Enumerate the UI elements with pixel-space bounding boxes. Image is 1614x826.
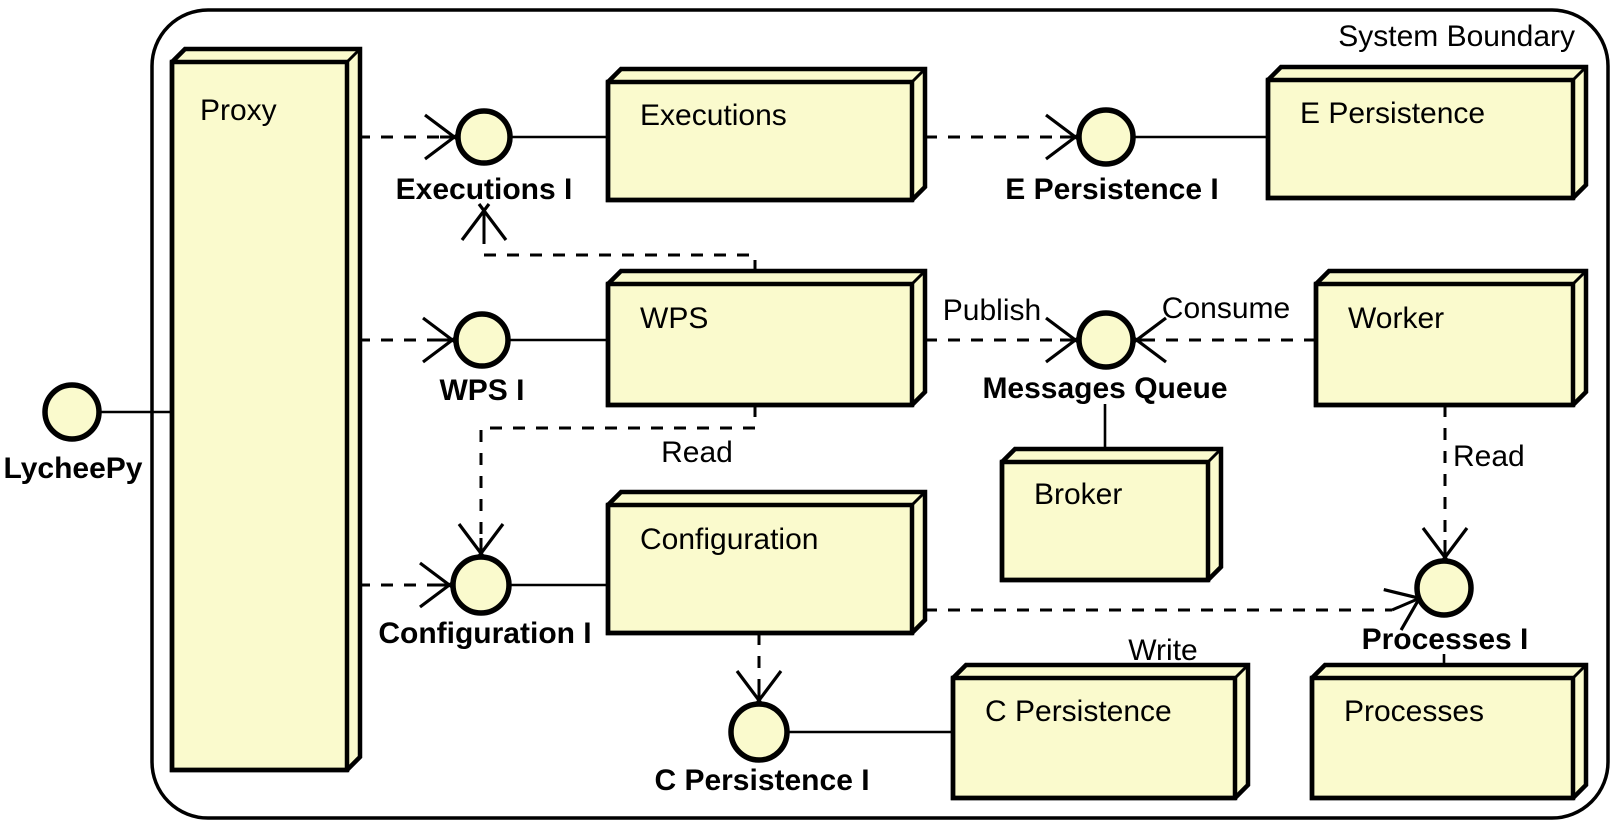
wps-i-label: WPS I xyxy=(439,374,524,407)
processes-label: Processes xyxy=(1344,695,1484,728)
processes-box-front xyxy=(1309,675,1576,801)
system-boundary-label: System Boundary xyxy=(1338,20,1575,53)
executions-i-label: Executions I xyxy=(396,173,573,206)
executions-box-front xyxy=(605,79,915,203)
component-executions: Executions xyxy=(605,66,928,203)
interface-lycheepy: LycheePy xyxy=(4,382,143,485)
processes-i-label: Processes I xyxy=(1362,623,1529,656)
configuration-label: Configuration xyxy=(640,523,818,556)
dashed-connectors xyxy=(358,113,1469,708)
edge-labels: Publish Consume Read Read Write xyxy=(661,292,1525,667)
interface-e-persistence-i: E Persistence I xyxy=(1005,107,1219,206)
messages-queue-label: Messages Queue xyxy=(982,372,1227,405)
broker-label: Broker xyxy=(1034,478,1122,511)
interface-c-persistence-i: C Persistence I xyxy=(654,701,870,797)
configuration-box-outer xyxy=(605,489,928,636)
component-broker: Broker xyxy=(999,446,1224,583)
wps-i-ball-icon xyxy=(453,311,511,369)
messages-queue-ball-icon xyxy=(1076,310,1136,370)
system-boundary: System Boundary xyxy=(150,8,1610,820)
worker-box-outer xyxy=(1313,268,1589,408)
interface-wps-i: WPS I xyxy=(439,311,525,407)
executions-i-ball-icon xyxy=(455,108,513,166)
lycheepy-label: LycheePy xyxy=(4,452,143,485)
e-persistence-box-outer xyxy=(1265,64,1589,201)
edge-wps-executions-i xyxy=(482,242,757,272)
consume-label: Consume xyxy=(1162,292,1290,325)
interface-executions-i: Executions I xyxy=(396,108,573,206)
c-persistence-box-outer xyxy=(950,662,1251,801)
c-persistence-box-front xyxy=(950,675,1238,801)
c-persistence-i-ball-icon xyxy=(728,701,790,763)
system-boundary-border xyxy=(150,8,1610,820)
component-configuration: Configuration xyxy=(605,489,928,636)
proxy-label: Proxy xyxy=(200,94,277,127)
worker-label: Worker xyxy=(1348,302,1444,335)
broker-box-front xyxy=(999,459,1211,583)
configuration-i-ball-icon xyxy=(450,554,512,616)
processes-i-ball-icon xyxy=(1414,558,1474,618)
interface-messages-queue: Messages Queue xyxy=(982,310,1228,405)
e-persistence-i-ball-icon xyxy=(1076,107,1136,167)
read-wps-label: Read xyxy=(661,436,733,469)
wps-box-front xyxy=(605,281,915,408)
configuration-i-label: Configuration I xyxy=(378,617,591,650)
component-wps: WPS xyxy=(605,268,928,408)
c-persistence-i-label: C Persistence I xyxy=(654,764,869,797)
component-c-persistence: C Persistence xyxy=(950,662,1251,801)
component-processes: Processes xyxy=(1309,662,1589,801)
lycheepy-ball-icon xyxy=(42,382,102,442)
publish-label: Publish xyxy=(943,294,1041,327)
wps-box-outer xyxy=(605,268,928,408)
edge-wps-configuration-i-read xyxy=(479,405,757,538)
worker-box-front xyxy=(1313,281,1576,408)
interface-configuration-i: Configuration I xyxy=(378,554,592,650)
e-persistence-label: E Persistence xyxy=(1300,97,1485,130)
e-persistence-box-front xyxy=(1265,77,1576,201)
interface-processes-i: Processes I xyxy=(1362,558,1529,656)
configuration-box-front xyxy=(605,502,915,636)
proxy-box-front xyxy=(169,59,350,773)
processes-box-outer xyxy=(1309,662,1589,801)
arrowhead-processes-i-write xyxy=(1383,588,1428,631)
component-proxy: Proxy xyxy=(169,46,363,773)
proxy-box-outer xyxy=(169,46,363,773)
c-persistence-label: C Persistence xyxy=(985,695,1172,728)
broker-box-outer xyxy=(999,446,1224,583)
write-label: Write xyxy=(1128,634,1197,667)
executions-box-outer xyxy=(605,66,928,203)
wps-label: WPS xyxy=(640,302,708,335)
executions-label: Executions xyxy=(640,99,787,132)
component-worker: Worker xyxy=(1313,268,1589,408)
component-e-persistence: E Persistence xyxy=(1265,64,1589,201)
read-worker-label: Read xyxy=(1453,440,1525,473)
e-persistence-i-label: E Persistence I xyxy=(1005,173,1218,206)
